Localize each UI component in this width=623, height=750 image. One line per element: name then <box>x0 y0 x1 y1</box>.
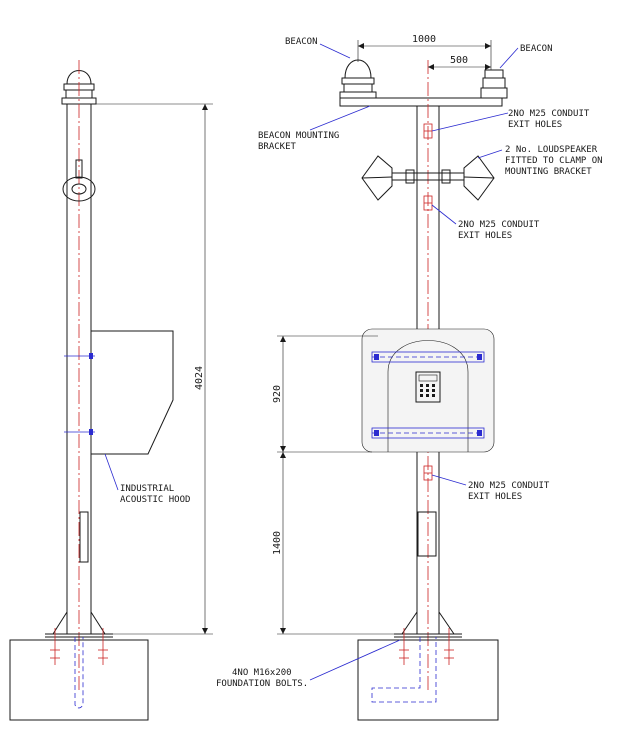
left-foundation-bolts <box>50 628 108 665</box>
conduit-top-label-line2: EXIT HOLES <box>508 120 562 130</box>
acoustic-hood-front <box>361 328 495 453</box>
left-foundation <box>9 639 149 721</box>
beacon-left-callout: BEACON <box>285 37 351 59</box>
bracket-callout: BEACON MOUNTING BRACKET <box>258 105 371 152</box>
beacon-left-label: BEACON <box>285 37 318 47</box>
conduit-mid-label-line2: EXIT HOLES <box>458 231 512 241</box>
conduit-mid-label-line1: 2NO M25 CONDUIT <box>458 220 540 230</box>
telephone-keypad <box>415 371 441 403</box>
side-elevation: 4024 INDUSTRIAL ACOUSTIC HOOD <box>9 60 213 721</box>
conduit-holes-low <box>423 465 433 481</box>
dimension-1400-text: 1400 <box>272 531 283 555</box>
conduit-low-label-line1: 2NO M25 CONDUIT <box>468 481 550 491</box>
dimension-500-text: 500 <box>450 55 468 66</box>
front-elevation: 1000 500 920 1400 BEACON <box>216 34 603 721</box>
conduit-mid-callout: 2NO M25 CONDUIT EXIT HOLES <box>431 204 540 241</box>
hood-label-line2: ACOUSTIC HOOD <box>120 495 190 505</box>
right-foundation-bolts <box>399 628 454 665</box>
loudspeakers <box>361 155 495 201</box>
loudspeaker-callout: 2 No. LOUDSPEAKER FITTED TO CLAMP ON MOU… <box>477 145 603 177</box>
left-acoustic-hood <box>64 330 174 455</box>
right-base-gussets <box>394 610 462 638</box>
hood-callout: INDUSTRIAL ACOUSTIC HOOD <box>104 453 190 505</box>
loudspeaker-label-line1: 2 No. LOUDSPEAKER <box>505 145 598 155</box>
dimension-4024: 4024 <box>91 103 213 635</box>
dimension-920-text: 920 <box>272 385 283 403</box>
bolts-label-line2: FOUNDATION BOLTS. <box>216 679 308 689</box>
conduit-holes-mid <box>423 195 433 211</box>
beacon-right-callout: BEACON <box>499 44 553 69</box>
left-loudspeaker <box>62 159 96 202</box>
beacon-mounting-bracket <box>339 97 503 107</box>
left-cable-duct <box>74 637 84 709</box>
bracket-label-line2: BRACKET <box>258 142 297 152</box>
dimension-4024-text: 4024 <box>194 366 205 390</box>
left-access-door <box>79 511 89 563</box>
dimension-1000: 1000 <box>357 34 492 70</box>
loudspeaker-label-line3: MOUNTING BRACKET <box>505 167 592 177</box>
left-base-gussets <box>45 610 113 638</box>
bolts-label-line1: 4NO M16x200 <box>232 668 292 678</box>
dimension-500: 500 <box>428 55 491 70</box>
conduit-top-label-line1: 2NO M25 CONDUIT <box>508 109 590 119</box>
right-view-right-beacon <box>480 69 508 99</box>
right-view-left-beacon <box>339 59 377 99</box>
bracket-label-line1: BEACON MOUNTING <box>258 131 339 141</box>
conduit-top-callout: 2NO M25 CONDUIT EXIT HOLES <box>431 109 590 132</box>
dimension-1000-text: 1000 <box>412 34 436 45</box>
bolts-callout: 4NO M16x200 FOUNDATION BOLTS. <box>216 639 401 689</box>
loudspeaker-label-line2: FITTED TO CLAMP ON <box>505 156 603 166</box>
right-foundation <box>357 639 499 721</box>
beacon-right-label: BEACON <box>520 44 553 54</box>
dimension-1400: 1400 <box>272 452 394 635</box>
right-access-door <box>417 511 437 557</box>
dimension-920: 920 <box>272 335 378 453</box>
hood-label-line1: INDUSTRIAL <box>120 484 174 494</box>
right-cable-duct <box>371 637 437 703</box>
conduit-low-callout: 2NO M25 CONDUIT EXIT HOLES <box>431 474 550 502</box>
conduit-low-label-line2: EXIT HOLES <box>468 492 522 502</box>
